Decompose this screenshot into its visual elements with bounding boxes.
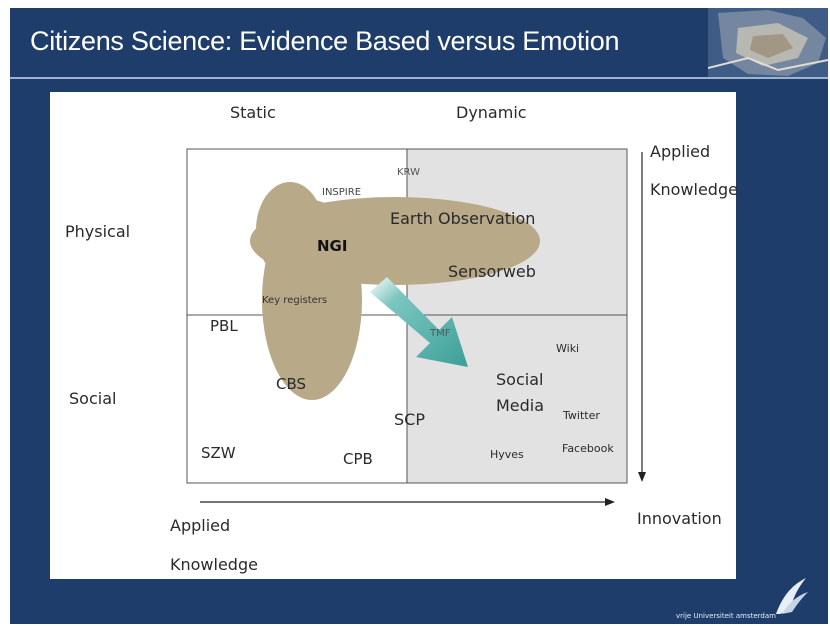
item-social-media-line2: Media [496, 396, 545, 415]
bottom-axis-arrowhead [605, 498, 615, 506]
item-krw: KRW [397, 167, 420, 178]
item-twitter: Twitter [563, 409, 600, 422]
column-header-dynamic: Dynamic [456, 103, 527, 122]
bottom-axis-label-end: Innovation [637, 509, 722, 528]
slide: Citizens Science: Evidence Based versus … [10, 8, 828, 624]
item-sensorweb: Sensorweb [448, 262, 536, 281]
footer-text: vrije Universiteit amsterdam [676, 612, 776, 620]
right-axis-arrowhead [638, 472, 646, 482]
right-axis-label-line2: Knowledge [650, 180, 738, 199]
item-tmf: TMF [430, 328, 451, 339]
item-earth-observation: Earth Observation [390, 209, 536, 228]
item-wiki: Wiki [556, 342, 580, 355]
diagram-canvas [186, 148, 646, 506]
item-hyves: Hyves [490, 448, 524, 461]
innovation-arrow [370, 277, 468, 367]
item-ngi: NGI [317, 237, 348, 255]
item-szw: SZW [201, 444, 236, 462]
item-inspire: INSPIRE [322, 187, 362, 198]
item-social-media-line1: Social [496, 370, 544, 389]
diagram-panel: Static Dynamic Physical Social Applied K… [50, 92, 738, 579]
item-pbl: PBL [210, 317, 238, 335]
bottom-axis-label-line2: Knowledge [170, 555, 258, 574]
title-divider [10, 77, 828, 79]
item-cpb: CPB [343, 450, 373, 468]
item-facebook: Facebook [562, 442, 614, 455]
title-bar: Citizens Science: Evidence Based versus … [10, 8, 828, 79]
item-scp: SCP [394, 410, 425, 429]
slide-title: Citizens Science: Evidence Based versus … [30, 26, 620, 56]
bottom-axis-label-line1: Applied [170, 516, 231, 535]
map-thumbnail-image [708, 8, 828, 78]
column-header-static: Static [230, 103, 276, 122]
row-header-social: Social [69, 389, 117, 408]
item-cbs: CBS [276, 375, 307, 393]
ngi-blob [250, 182, 540, 400]
right-axis-label-line1: Applied [650, 142, 711, 161]
item-key-registers: Key registers [262, 295, 328, 306]
row-header-physical: Physical [65, 222, 131, 241]
university-logo-icon [776, 578, 808, 614]
